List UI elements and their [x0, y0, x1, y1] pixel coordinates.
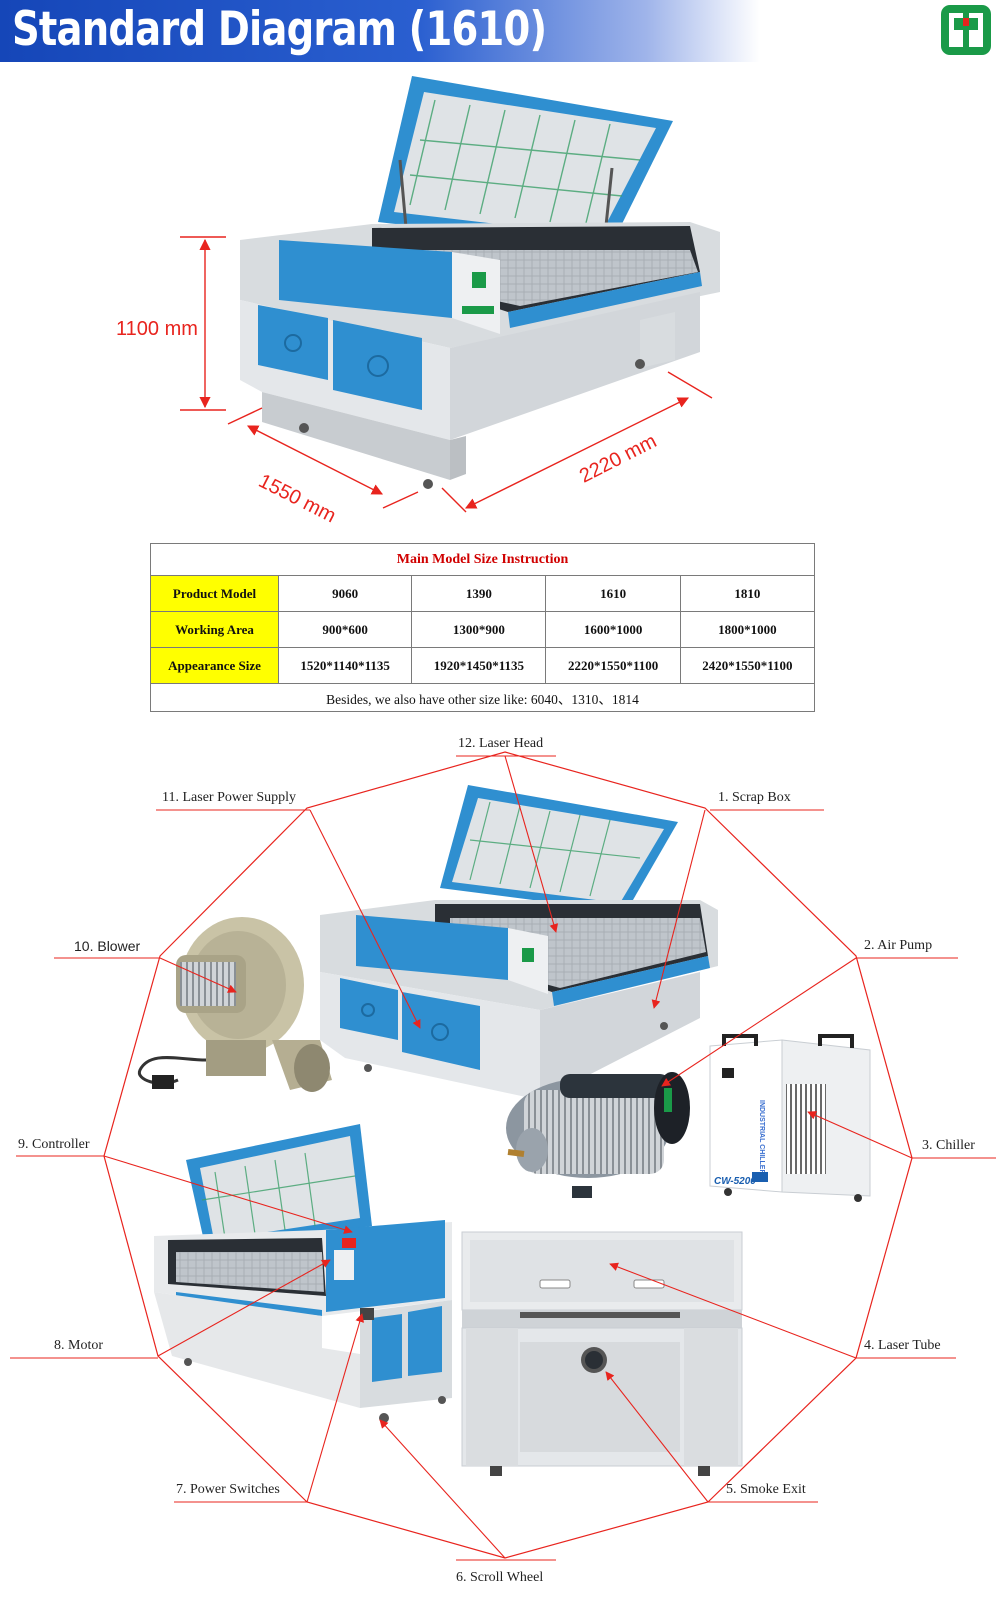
- laser-machine-main: [240, 76, 720, 489]
- label-motor: 8. Motor: [54, 1338, 103, 1353]
- row-header-working-area: Working Area: [150, 611, 279, 648]
- label-underlines: [10, 755, 996, 1561]
- table-caption: Main Model Size Instruction: [150, 543, 815, 576]
- label-laser-tube: 4. Laser Tube: [864, 1338, 941, 1353]
- table-footer-note: Besides, we also have other size like: 6…: [150, 683, 815, 712]
- label-controller: 9. Controller: [18, 1137, 90, 1152]
- chiller-side-text: INDUSTRIAL CHILLER: [758, 1100, 765, 1175]
- label-scrap-box: 1. Scrap Box: [718, 790, 791, 805]
- page-title: Standard Diagram (1610): [12, 2, 547, 57]
- table-cell: 2420*1550*1100: [679, 647, 816, 684]
- table-cell: 1800*1000: [679, 611, 816, 648]
- laser-machine-center: [320, 785, 718, 1123]
- label-laser-head: 12. Laser Head: [458, 736, 544, 751]
- table-footer-row: Besides, we also have other size like: 6…: [150, 683, 815, 712]
- label-chiller: 3. Chiller: [922, 1138, 975, 1153]
- brand-logo: [941, 5, 991, 55]
- table-cell: 1920*1450*1135: [411, 647, 547, 684]
- row-header-product-model: Product Model: [150, 575, 279, 612]
- laser-machine-left: [154, 1124, 452, 1423]
- label-air-pump: 2. Air Pump: [864, 938, 933, 953]
- chiller-image: INDUSTRIAL CHILLER CW-5200: [709, 1034, 871, 1202]
- blower-image: [137, 917, 332, 1092]
- table-cell: 2220*1550*1100: [545, 647, 681, 684]
- label-smoke-exit: 5. Smoke Exit: [726, 1482, 806, 1497]
- table-row: Product Model 9060 1390 1610 1810: [150, 575, 816, 612]
- table-cell: 1810: [679, 575, 816, 612]
- label-blower: 10. Blower: [74, 938, 141, 954]
- machine-rear-view: [461, 1231, 743, 1476]
- model-size-table: Main Model Size Instruction Product Mode…: [150, 543, 816, 712]
- title-banner: Standard Diagram (1610): [0, 0, 760, 62]
- table-cell: 1520*1140*1135: [277, 647, 413, 684]
- label-power-switches: 7. Power Switches: [176, 1482, 280, 1497]
- chiller-model-text: CW-5200: [714, 1176, 756, 1187]
- table-row: Appearance Size 1520*1140*1135 1920*1450…: [150, 647, 816, 684]
- height-dimension-label: 1100 mm: [116, 318, 198, 340]
- table-cell: 9060: [277, 575, 413, 612]
- table-cell: 1600*1000: [545, 611, 681, 648]
- table-row: Working Area 900*600 1300*900 1600*1000 …: [150, 611, 816, 648]
- dimension-lines: [180, 236, 713, 513]
- row-header-appearance-size: Appearance Size: [150, 647, 279, 684]
- air-pump-image: [506, 1072, 690, 1198]
- table-cell: 900*600: [277, 611, 413, 648]
- label-scroll-wheel: 6. Scroll Wheel: [456, 1570, 544, 1585]
- table-cell: 1390: [411, 575, 547, 612]
- table-caption-row: Main Model Size Instruction: [150, 543, 815, 576]
- table-cell: 1610: [545, 575, 681, 612]
- callout-pointers: [103, 755, 913, 1559]
- table-cell: 1300*900: [411, 611, 547, 648]
- label-laser-power-supply: 11. Laser Power Supply: [162, 790, 297, 805]
